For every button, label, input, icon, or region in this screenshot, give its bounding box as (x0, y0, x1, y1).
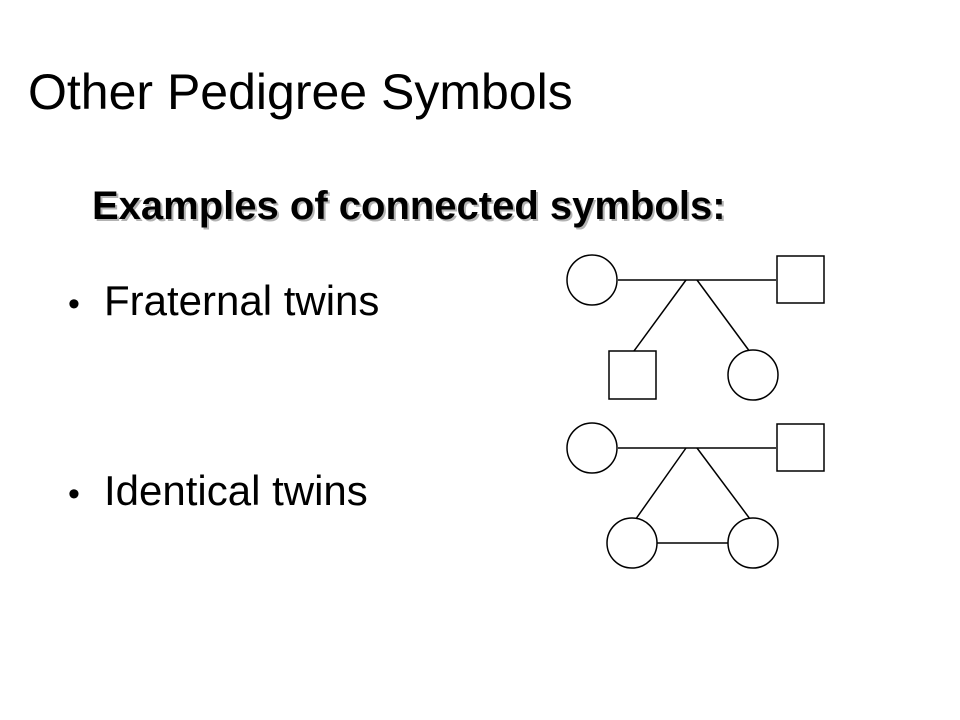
twin-branch-line-left (633, 279, 687, 352)
slide-title: Other Pedigree Symbols (28, 64, 573, 120)
pedigree-diagram (540, 230, 860, 610)
twin-branch-line-left (632, 447, 687, 524)
twin-branch-line-right (696, 279, 754, 357)
male-parent-symbol (776, 255, 825, 304)
bullet-identical-twins: • Identical twins (68, 466, 368, 519)
bullet-marker: • (68, 475, 80, 513)
pedigree-svg (566, 254, 825, 569)
male-twin-symbol (608, 350, 657, 400)
bullet-text: Identical twins (104, 467, 368, 514)
pedigree-fraternal-twins (566, 254, 825, 401)
bullet-marker: • (68, 285, 80, 323)
female-twin-symbol-right (727, 517, 779, 569)
female-twin-symbol-left (606, 517, 658, 569)
bullet-text: Fraternal twins (104, 277, 380, 324)
slide-subtitle: Examples of connected symbols: (92, 184, 726, 228)
female-twin-symbol (727, 349, 779, 401)
pedigree-identical-twins (566, 422, 825, 569)
female-parent-symbol (566, 422, 618, 474)
twin-branch-line-right (696, 447, 754, 524)
female-parent-symbol (566, 254, 618, 306)
male-parent-symbol (776, 423, 825, 472)
bullet-fraternal-twins: • Fraternal twins (68, 276, 379, 329)
